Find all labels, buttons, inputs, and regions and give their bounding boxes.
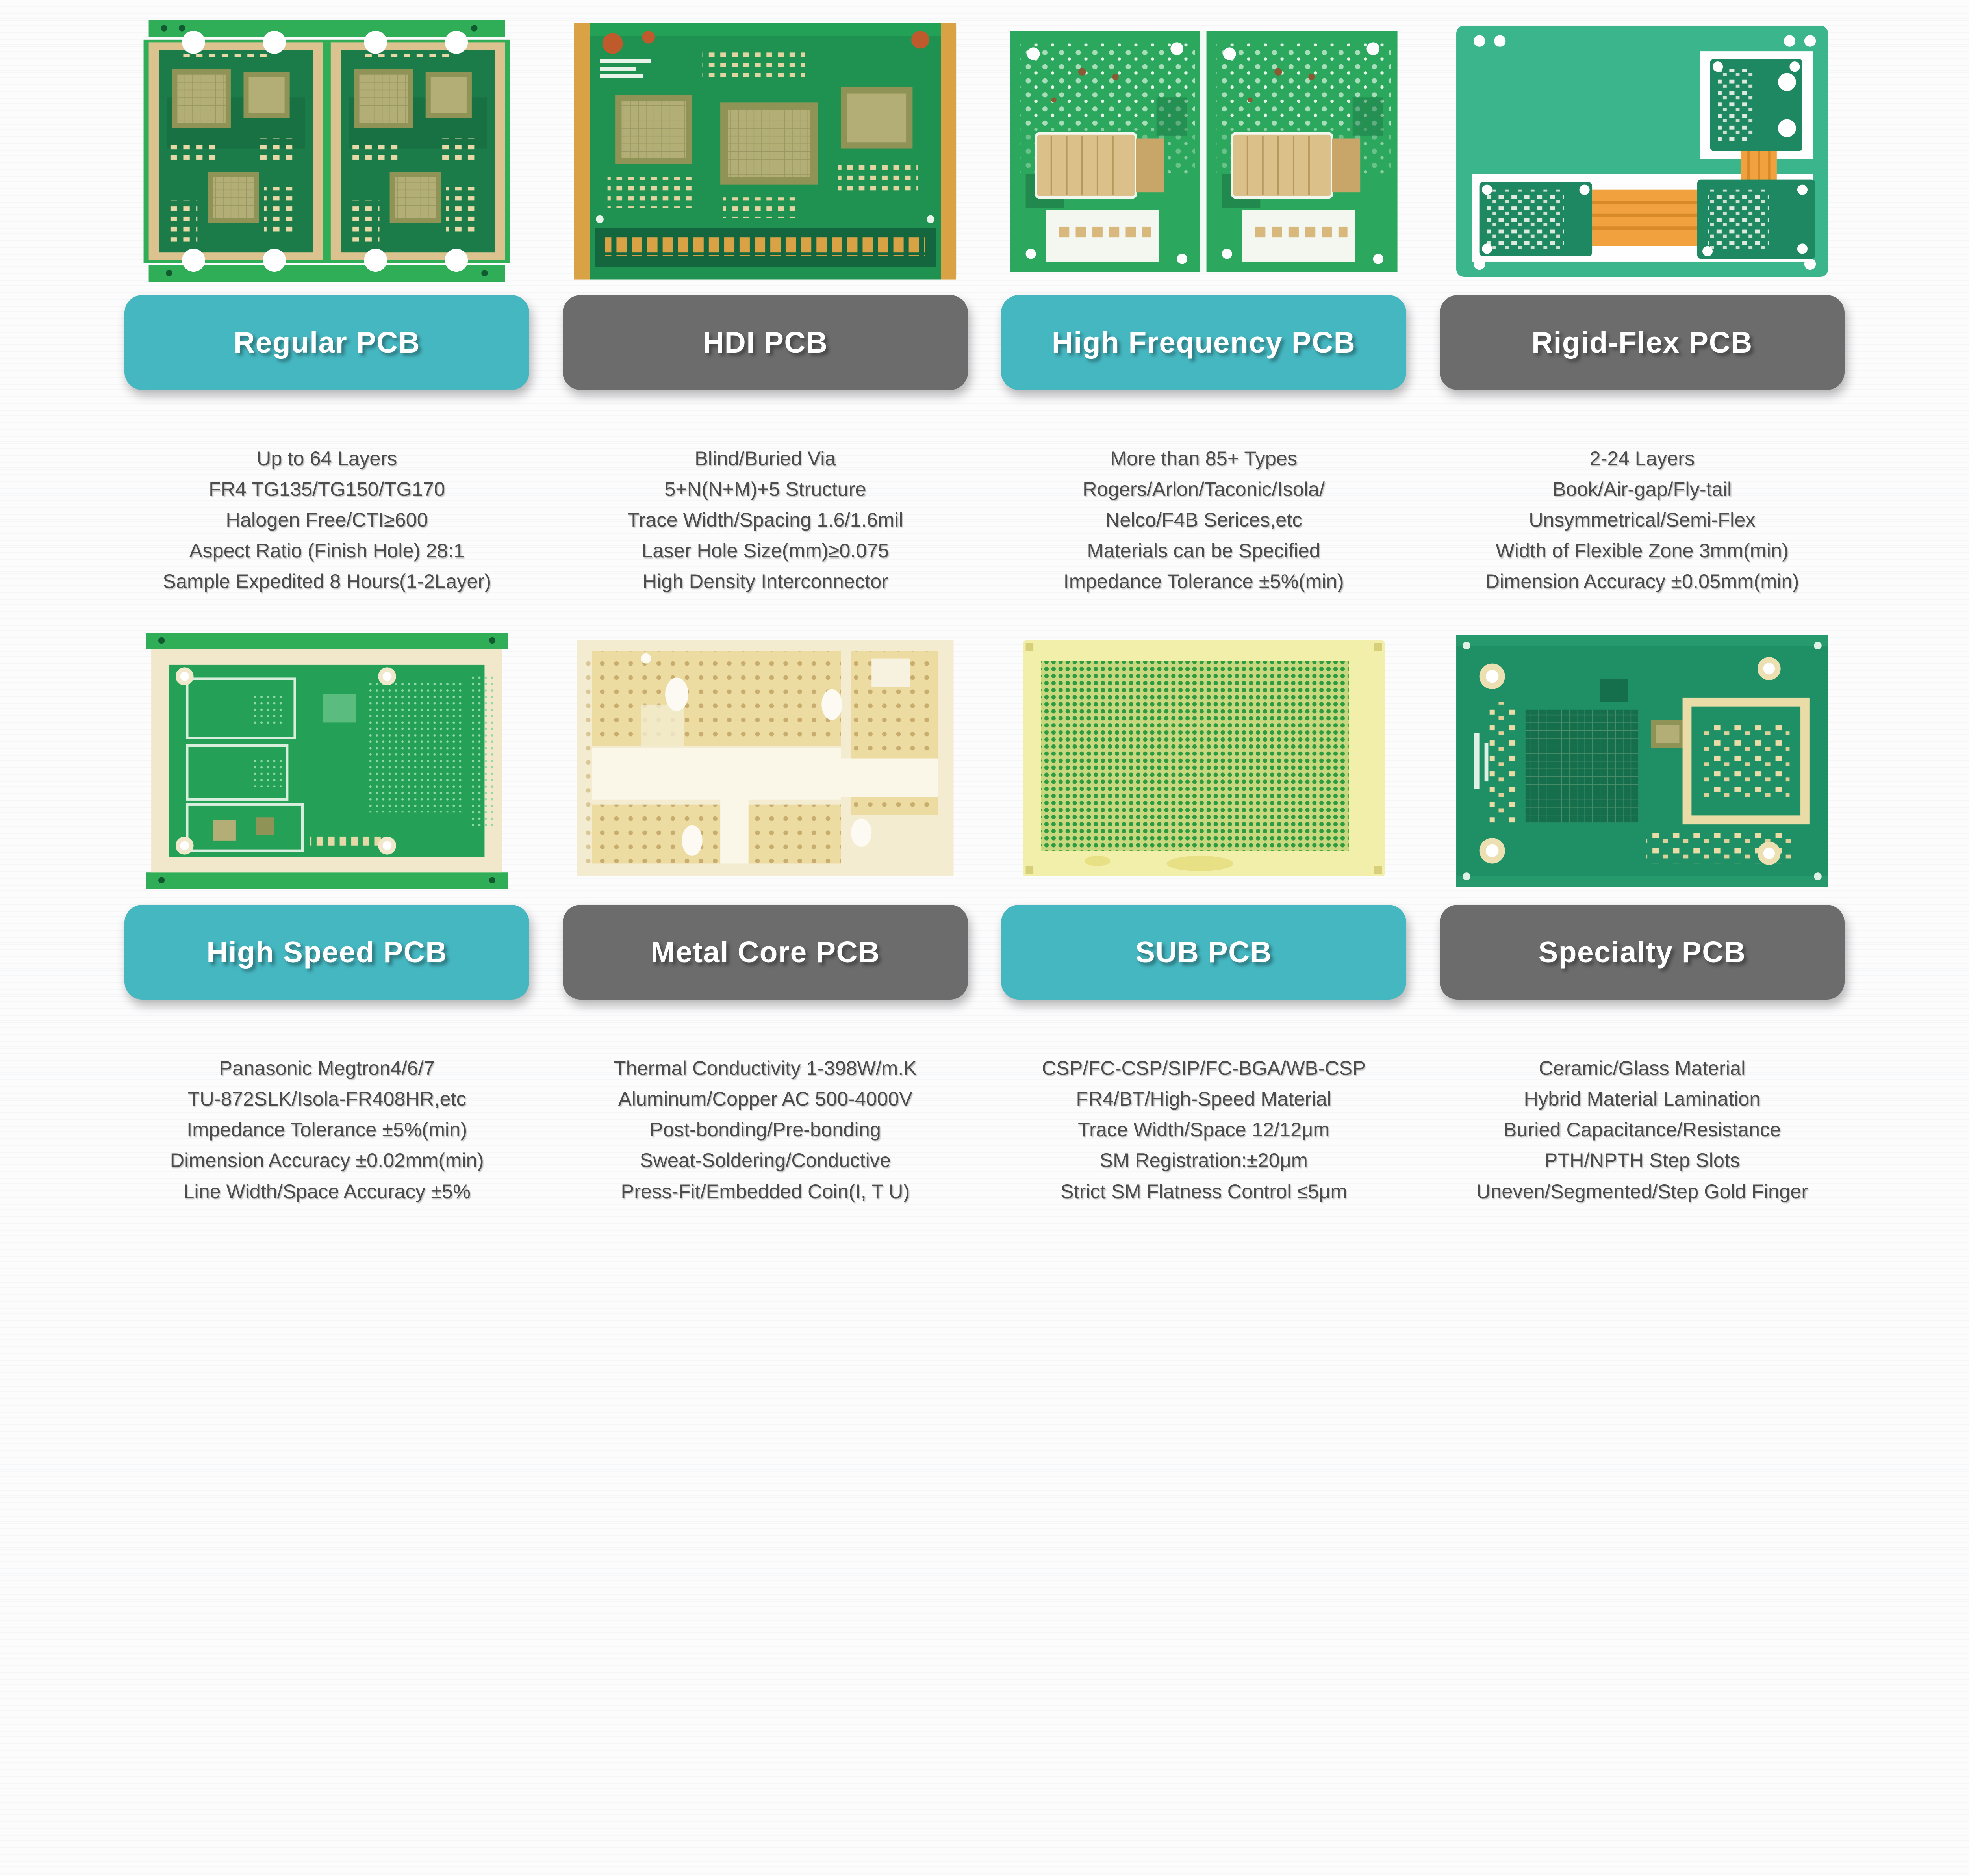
spec-line: FR4/BT/High-Speed Material bbox=[1076, 1087, 1331, 1110]
spec-line: Thermal Conductivity 1-398W/m.K bbox=[614, 1057, 917, 1080]
pcb-card-regular: Regular PCB Up to 64 Layers FR4 TG135/TG… bbox=[124, 20, 530, 597]
spec-line: High Density Interconnector bbox=[642, 570, 888, 593]
specialty-pcb-image bbox=[1446, 630, 1838, 892]
pcb-card-high-speed: High Speed PCB Panasonic Megtron4/6/7 TU… bbox=[124, 630, 530, 1207]
spec-line: 5+N(N+M)+5 Structure bbox=[664, 478, 866, 501]
specs-metal-core-pcb: Thermal Conductivity 1-398W/m.K Aluminum… bbox=[614, 1053, 917, 1207]
banner-specialty-pcb: Specialty PCB bbox=[1439, 904, 1845, 1000]
spec-line: Unsymmetrical/Semi-Flex bbox=[1529, 508, 1756, 531]
spec-line: Halogen Free/CTI≥600 bbox=[226, 508, 428, 531]
spec-line: Hybrid Material Lamination bbox=[1524, 1087, 1761, 1110]
specs-high-frequency-pcb: More than 85+ Types Rogers/Arlon/Taconic… bbox=[1064, 443, 1344, 597]
banner-regular-pcb: Regular PCB bbox=[124, 295, 530, 390]
spec-line: Width of Flexible Zone 3mm(min) bbox=[1495, 539, 1789, 562]
pcb-card-high-frequency: High Frequency PCB More than 85+ Types R… bbox=[1001, 20, 1406, 597]
spec-line: Materials can be Specified bbox=[1087, 539, 1320, 562]
high-frequency-pcb-image bbox=[1008, 20, 1400, 282]
specs-high-speed-pcb: Panasonic Megtron4/6/7 TU-872SLK/Isola-F… bbox=[170, 1053, 484, 1207]
specs-rigid-flex-pcb: 2-24 Layers Book/Air-gap/Fly-tail Unsymm… bbox=[1485, 443, 1799, 597]
spec-line: Trace Width/Space 12/12μm bbox=[1077, 1118, 1330, 1141]
pcb-product-grid: Regular PCB Up to 64 Layers FR4 TG135/TG… bbox=[124, 20, 1845, 1207]
spec-line: PTH/NPTH Step Slots bbox=[1544, 1149, 1740, 1172]
spec-line: SM Registration:±20μm bbox=[1099, 1149, 1308, 1172]
spec-line: Impedance Tolerance ±5%(min) bbox=[187, 1118, 467, 1141]
pcb-card-specialty: Specialty PCB Ceramic/Glass Material Hyb… bbox=[1439, 630, 1845, 1207]
banner-rigid-flex-pcb: Rigid-Flex PCB bbox=[1439, 295, 1845, 390]
metal-core-pcb-image bbox=[569, 630, 961, 892]
spec-line: Dimension Accuracy ±0.05mm(min) bbox=[1485, 570, 1799, 593]
hdi-pcb-image bbox=[569, 20, 961, 282]
rigid-flex-pcb-image bbox=[1446, 20, 1838, 282]
spec-line: Dimension Accuracy ±0.02mm(min) bbox=[170, 1149, 484, 1172]
banner-hdi-pcb: HDI PCB bbox=[563, 295, 968, 390]
spec-line: Laser Hole Size(mm)≥0.075 bbox=[642, 539, 889, 562]
specs-hdi-pcb: Blind/Buried Via 5+N(N+M)+5 Structure Tr… bbox=[627, 443, 903, 597]
pcb-card-sub: SUB PCB CSP/FC-CSP/SIP/FC-BGA/WB-CSP FR4… bbox=[1001, 630, 1406, 1207]
spec-line: TU-872SLK/Isola-FR408HR,etc bbox=[187, 1087, 466, 1110]
spec-line: Nelco/F4B Serices,etc bbox=[1105, 508, 1302, 531]
spec-line: More than 85+ Types bbox=[1110, 447, 1298, 469]
spec-line: Uneven/Segmented/Step Gold Finger bbox=[1476, 1180, 1808, 1202]
banner-high-speed-pcb: High Speed PCB bbox=[124, 904, 530, 1000]
spec-line: Rogers/Arlon/Taconic/Isola/ bbox=[1083, 478, 1325, 501]
banner-high-frequency-pcb: High Frequency PCB bbox=[1001, 295, 1406, 390]
banner-metal-core-pcb: Metal Core PCB bbox=[563, 904, 968, 1000]
specs-regular-pcb: Up to 64 Layers FR4 TG135/TG150/TG170 Ha… bbox=[163, 443, 491, 597]
spec-line: Line Width/Space Accuracy ±5% bbox=[183, 1180, 471, 1202]
spec-line: Sample Expedited 8 Hours(1-2Layer) bbox=[163, 570, 491, 593]
spec-line: Book/Air-gap/Fly-tail bbox=[1552, 478, 1732, 501]
specs-specialty-pcb: Ceramic/Glass Material Hybrid Material L… bbox=[1476, 1053, 1808, 1207]
spec-line: FR4 TG135/TG150/TG170 bbox=[209, 478, 445, 501]
pcb-card-metal-core: Metal Core PCB Thermal Conductivity 1-39… bbox=[563, 630, 968, 1207]
spec-line: 2-24 Layers bbox=[1589, 447, 1695, 469]
spec-line: Aspect Ratio (Finish Hole) 28:1 bbox=[189, 539, 465, 562]
spec-line: Up to 64 Layers bbox=[256, 447, 397, 469]
spec-line: Sweat-Soldering/Conductive bbox=[640, 1149, 891, 1172]
spec-line: Ceramic/Glass Material bbox=[1539, 1057, 1746, 1080]
spec-line: Trace Width/Spacing 1.6/1.6mil bbox=[627, 508, 903, 531]
banner-sub-pcb: SUB PCB bbox=[1001, 904, 1406, 1000]
pcb-card-hdi: HDI PCB Blind/Buried Via 5+N(N+M)+5 Stru… bbox=[563, 20, 968, 597]
specs-sub-pcb: CSP/FC-CSP/SIP/FC-BGA/WB-CSP FR4/BT/High… bbox=[1042, 1053, 1365, 1207]
spec-line: Post-bonding/Pre-bonding bbox=[649, 1118, 881, 1141]
spec-line: Impedance Tolerance ±5%(min) bbox=[1063, 570, 1344, 593]
spec-line: Strict SM Flatness Control ≤5μm bbox=[1060, 1180, 1347, 1202]
high-speed-pcb-image bbox=[131, 630, 523, 892]
regular-pcb-image bbox=[131, 20, 523, 282]
spec-line: CSP/FC-CSP/SIP/FC-BGA/WB-CSP bbox=[1042, 1057, 1366, 1080]
spec-line: Press-Fit/Embedded Coin(I, T U) bbox=[621, 1180, 910, 1202]
pcb-card-rigid-flex: Rigid-Flex PCB 2-24 Layers Book/Air-gap/… bbox=[1439, 20, 1845, 597]
sub-pcb-image bbox=[1008, 630, 1400, 892]
spec-line: Aluminum/Copper AC 500-4000V bbox=[618, 1087, 912, 1110]
spec-line: Buried Capacitance/Resistance bbox=[1503, 1118, 1781, 1141]
spec-line: Blind/Buried Via bbox=[695, 447, 836, 469]
spec-line: Panasonic Megtron4/6/7 bbox=[219, 1057, 435, 1080]
